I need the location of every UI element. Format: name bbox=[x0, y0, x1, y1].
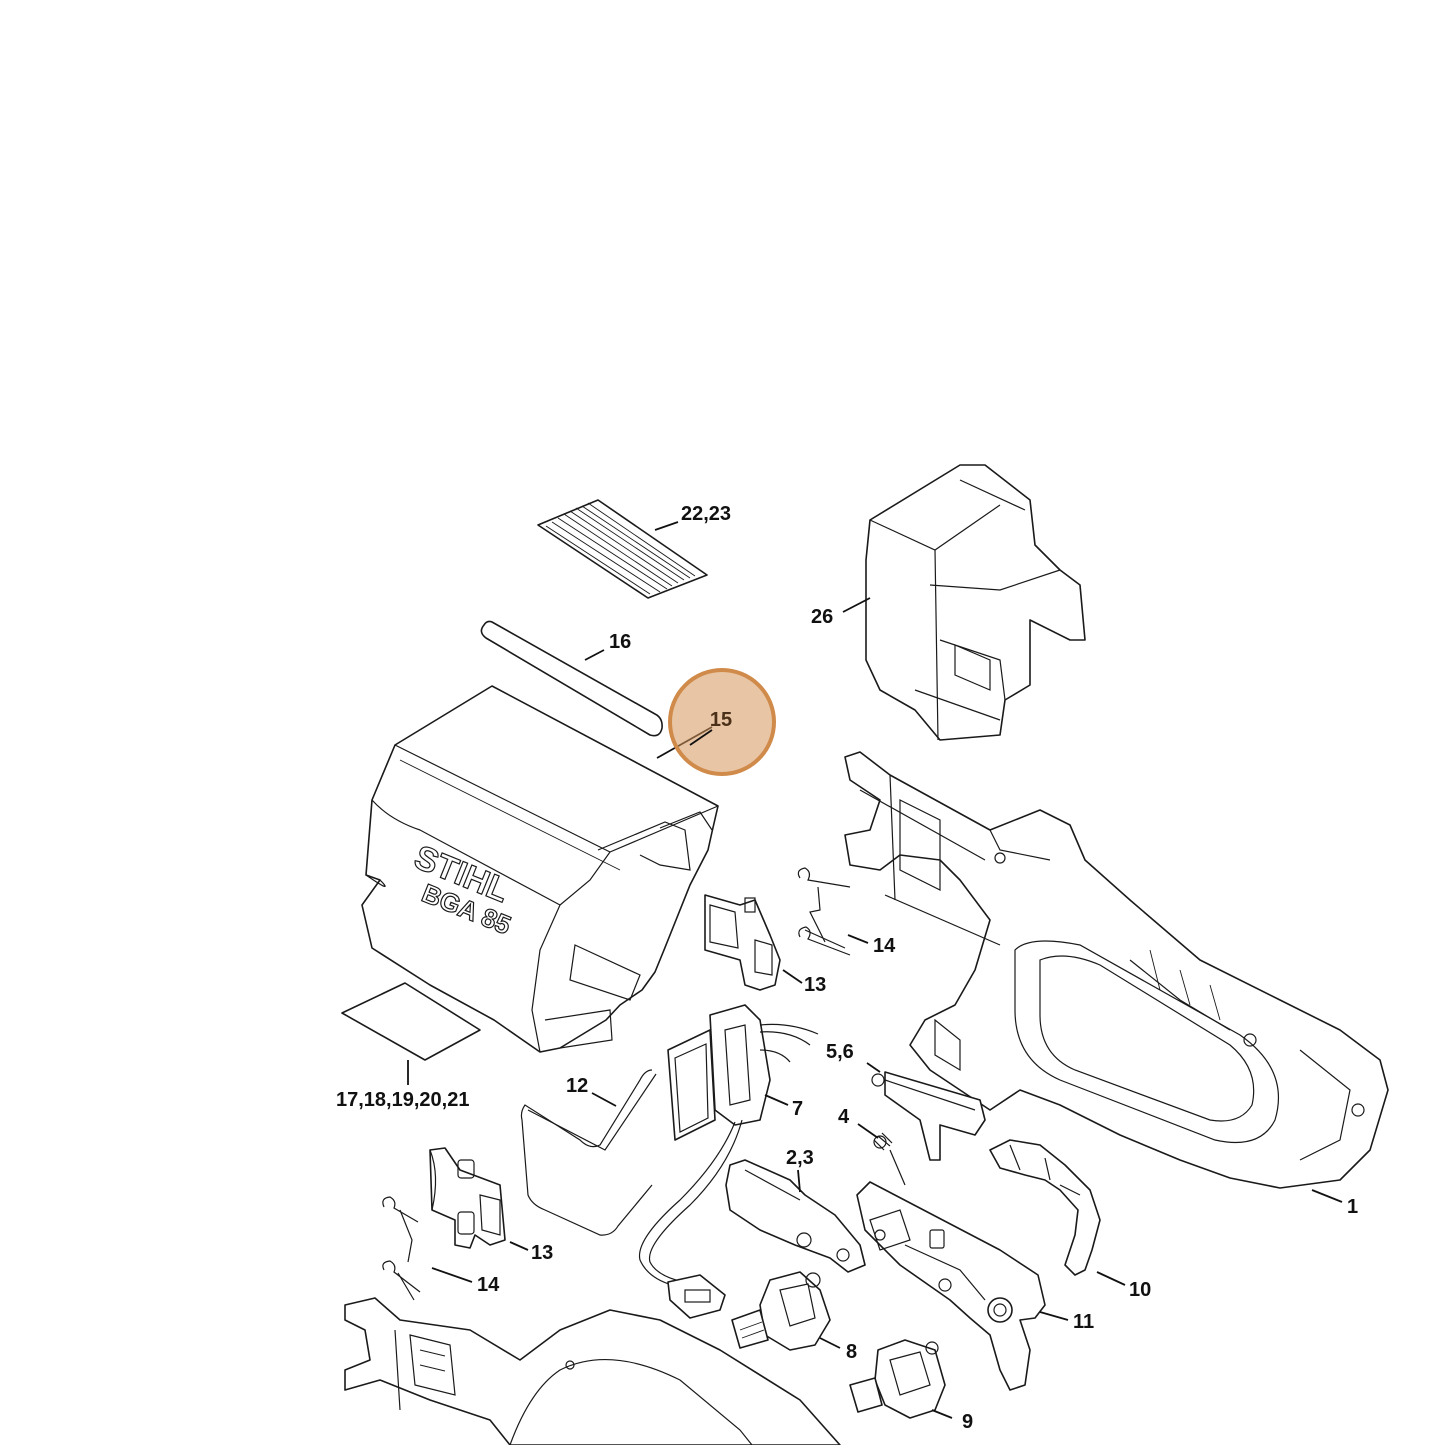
highlight-marker-15[interactable]: 15 bbox=[668, 668, 776, 776]
leader-lines bbox=[407, 521, 1343, 1419]
part-17-21-plate[interactable] bbox=[341, 982, 481, 1061]
part-4-spring[interactable] bbox=[873, 1132, 906, 1186]
callout-11: 11 bbox=[1073, 1311, 1094, 1333]
part-8-switch[interactable] bbox=[731, 1271, 831, 1351]
part-11-tube-frame[interactable] bbox=[856, 1181, 1046, 1391]
callout-16: 16 bbox=[609, 631, 631, 653]
svg-text:15: 15 bbox=[710, 709, 732, 731]
callout-22-23: 22,23 bbox=[681, 503, 731, 525]
callout-10: 10 bbox=[1129, 1279, 1151, 1301]
callout-13-upper: 13 bbox=[804, 974, 826, 996]
callout-4: 4 bbox=[838, 1106, 850, 1128]
callout-2-3: 2,3 bbox=[786, 1147, 814, 1169]
callout-13-lower: 13 bbox=[531, 1242, 553, 1264]
part-14-springs-lower[interactable] bbox=[382, 1196, 421, 1301]
callout-9: 9 bbox=[962, 1411, 973, 1433]
part-26-battery-cover[interactable] bbox=[865, 464, 1086, 741]
callout-14-lower: 14 bbox=[477, 1274, 500, 1296]
part-22-23-label-sticker[interactable] bbox=[537, 499, 708, 599]
callout-12: 12 bbox=[566, 1075, 588, 1097]
part-2-3-lock-lever[interactable] bbox=[725, 1159, 866, 1273]
callout-14-upper: 14 bbox=[873, 935, 896, 957]
wire-connector bbox=[667, 1274, 726, 1319]
part-1-handle-housing[interactable] bbox=[844, 751, 1389, 1189]
part-13-bracket-upper[interactable] bbox=[704, 894, 781, 991]
part-12-wire-bracket[interactable] bbox=[520, 1069, 657, 1236]
part-13-bracket-lower[interactable] bbox=[429, 1147, 506, 1249]
callout-7: 7 bbox=[792, 1098, 803, 1120]
callout-26: 26 bbox=[811, 606, 833, 628]
part-15-housing-cover[interactable]: STIHL BGA 85 bbox=[361, 685, 719, 1053]
callout-17-21: 17,18,19,20,21 bbox=[336, 1089, 469, 1111]
bottom-housing-partial bbox=[344, 1297, 841, 1445]
callout-5-6: 5,6 bbox=[826, 1041, 854, 1063]
part-14-springs-upper[interactable] bbox=[797, 867, 851, 956]
part-7-switch-module[interactable] bbox=[638, 1004, 819, 1286]
callout-labels: 22,23 16 26 14 13 5,6 7 4 2,3 12 17,18,1… bbox=[336, 503, 1358, 1433]
callout-8: 8 bbox=[846, 1341, 857, 1363]
part-5-6-trigger-lever[interactable] bbox=[871, 1071, 986, 1161]
part-16-strip[interactable] bbox=[480, 620, 663, 737]
part-9-switch[interactable] bbox=[849, 1339, 946, 1419]
part-10-slide-piece[interactable] bbox=[989, 1139, 1101, 1276]
callout-1: 1 bbox=[1347, 1196, 1358, 1218]
